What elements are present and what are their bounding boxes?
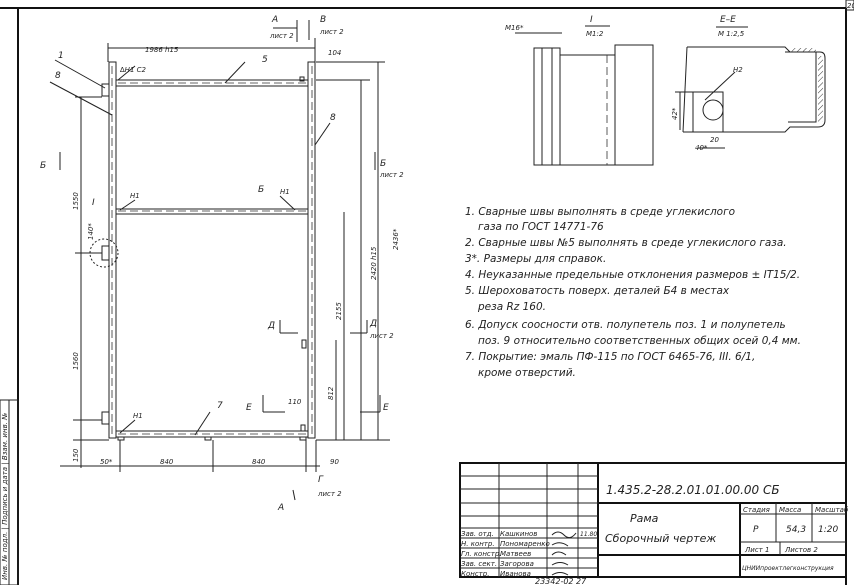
svg-text:2. Сварные швы №5 выполнять в: 2. Сварные швы №5 выполнять в среде угле…	[465, 237, 787, 249]
svg-text:1. Сварные швы выполнять в сре: 1. Сварные швы выполнять в среде углекис…	[465, 206, 735, 218]
name-constructor: Иванова	[500, 570, 531, 578]
stage-value: Р	[753, 525, 759, 535]
dim-40: 40*	[695, 144, 708, 152]
svg-text:Инв. № подл. | Подпись и дата: Инв. № подл. | Подпись и дата | Взам. ин…	[1, 413, 9, 580]
dim-104: 104	[328, 49, 341, 57]
dim-50: 50*	[100, 458, 113, 466]
pos-8-left: 8	[55, 71, 61, 81]
section-ee-scale: М 1:2,5	[718, 30, 745, 38]
dim-150: 150	[72, 448, 80, 462]
header-mass: Масса	[779, 506, 801, 514]
dim-42: 42*	[671, 107, 679, 120]
sheets-label: Листов 2	[784, 546, 818, 554]
scale-value: 1:20	[818, 525, 838, 535]
section-b-right: Б	[380, 159, 386, 169]
section-e-left: Е	[246, 403, 252, 413]
section-d-sheet: лист 2	[369, 332, 394, 340]
sheet-number-box	[845, 0, 854, 11]
left-stamp: Инв. № подл. | Подпись и дата | Взам. ин…	[0, 399, 19, 585]
pos-7: 7	[217, 401, 223, 411]
dim-20: 20	[710, 136, 719, 144]
pos-5: 5	[262, 55, 268, 65]
detail-i-mark: I	[92, 198, 95, 208]
section-e-right: Е	[383, 403, 389, 413]
organization: ЦНИИпроектлегконструкция	[742, 565, 834, 572]
section-ee-title: Е–Е	[720, 15, 736, 25]
section-g-sheet: лист 2	[317, 490, 342, 498]
svg-text:Гл. констр.: Гл. констр.	[461, 550, 502, 558]
weld-n1-right: Н1	[280, 188, 290, 196]
svg-text:кроме отверстий.: кроме отверстий.	[478, 367, 576, 379]
svg-text:6. Допуск соосности отв. полуп: 6. Допуск соосности отв. полупетель поз.…	[465, 319, 786, 331]
mass-value: 54,3	[786, 525, 806, 535]
drawing-name: Рама	[630, 512, 659, 525]
svg-text:Пономаренко: Пономаренко	[500, 540, 550, 548]
svg-text:5. Шероховатость поверх. детал: 5. Шероховатость поверх. деталей Б4 в ме…	[465, 285, 730, 297]
weld-mark: ∆Н1 С2	[119, 66, 147, 74]
section-g-bottom: Г	[318, 475, 324, 485]
drawing-type: Сборочный чертеж	[605, 532, 716, 545]
section-b-left: Б	[40, 161, 46, 171]
dim-1550: 1550	[72, 192, 80, 210]
pos-1: 1	[58, 51, 64, 61]
svg-text:поз. 9 относительно соответств: поз. 9 относительно соответственных общи…	[478, 335, 801, 347]
svg-text:Матвеев: Матвеев	[500, 550, 531, 558]
signature-rows: Зав. отд. Кашкинов Н. контр. Пономаренко…	[461, 530, 597, 578]
svg-text:7. Покрытие: эмаль ПФ-115 по Г: 7. Покрытие: эмаль ПФ-115 по ГОСТ 6465-7…	[465, 351, 755, 363]
bottom-code: 23342-02 27	[535, 577, 587, 585]
detail-i-scale: М1:2	[586, 30, 604, 38]
section-a-bottom: А	[277, 503, 284, 513]
role-constructor: Констр.	[461, 570, 489, 578]
header-scale: Масштаб	[815, 506, 849, 514]
weld-n1-left: Н1	[130, 192, 140, 200]
section-v-top: В	[320, 15, 326, 25]
svg-text:Загорова: Загорова	[500, 560, 534, 568]
section-d-right: Д	[369, 319, 377, 329]
svg-text:11.80: 11.80	[580, 531, 597, 538]
dim-2436: 2436*	[392, 228, 400, 250]
dim-110: 110	[288, 398, 302, 406]
weld-n1-bottom: Н1	[133, 412, 143, 420]
section-ee-drawing	[675, 46, 826, 149]
svg-text:Зав. сект.: Зав. сект.	[461, 560, 497, 568]
section-d-left: Д	[267, 321, 275, 331]
dim-2420: 2420 h15	[370, 246, 378, 280]
section-v-top-sheet: лист 2	[319, 28, 344, 36]
sheet-label: Лист 1	[744, 546, 769, 554]
title-block	[459, 462, 847, 578]
dim-840-a: 840	[160, 458, 174, 466]
svg-text:реза Rz 160.: реза Rz 160.	[477, 301, 546, 313]
dim-2155: 2155	[335, 302, 343, 320]
dim-812: 812	[327, 386, 335, 400]
frame-main-view	[49, 20, 390, 501]
dim-140: 140*	[87, 223, 95, 240]
doc-number: 1.435.2-28.2.01.01.00.00 СБ	[606, 483, 780, 497]
svg-text:Кашкинов: Кашкинов	[500, 530, 537, 538]
dim-1560: 1560	[72, 352, 80, 370]
technical-notes: 1. Сварные швы выполнять в среде углекис…	[465, 206, 801, 379]
section-b-mid: Б	[258, 185, 264, 195]
dim-width: 1986 h15	[145, 46, 179, 54]
dim-90: 90	[330, 458, 339, 466]
header-stage: Стадия	[743, 506, 770, 514]
pos-8-right: 8	[330, 113, 336, 123]
sheet-number: 20	[847, 2, 854, 10]
svg-text:4. Неуказанные предельные откл: 4. Неуказанные предельные отклонения раз…	[465, 269, 800, 281]
section-b-right-sheet: лист 2	[379, 171, 404, 179]
svg-text:газа по ГОСТ 14771-76: газа по ГОСТ 14771-76	[478, 221, 604, 233]
dim-840-b: 840	[252, 458, 266, 466]
svg-text:Зав. отд.: Зав. отд.	[461, 530, 494, 538]
thread-label: М16*	[505, 24, 524, 32]
section-a-top-sheet: лист 2	[269, 32, 294, 40]
section-a-top: А	[271, 15, 278, 25]
svg-text:3*. Размеры для справок.: 3*. Размеры для справок.	[465, 253, 606, 265]
weld-n2: Н2	[733, 66, 743, 74]
detail-i-title: I	[590, 15, 593, 25]
svg-text:Н. контр.: Н. контр.	[461, 540, 495, 548]
detail-i-drawing	[515, 32, 654, 166]
